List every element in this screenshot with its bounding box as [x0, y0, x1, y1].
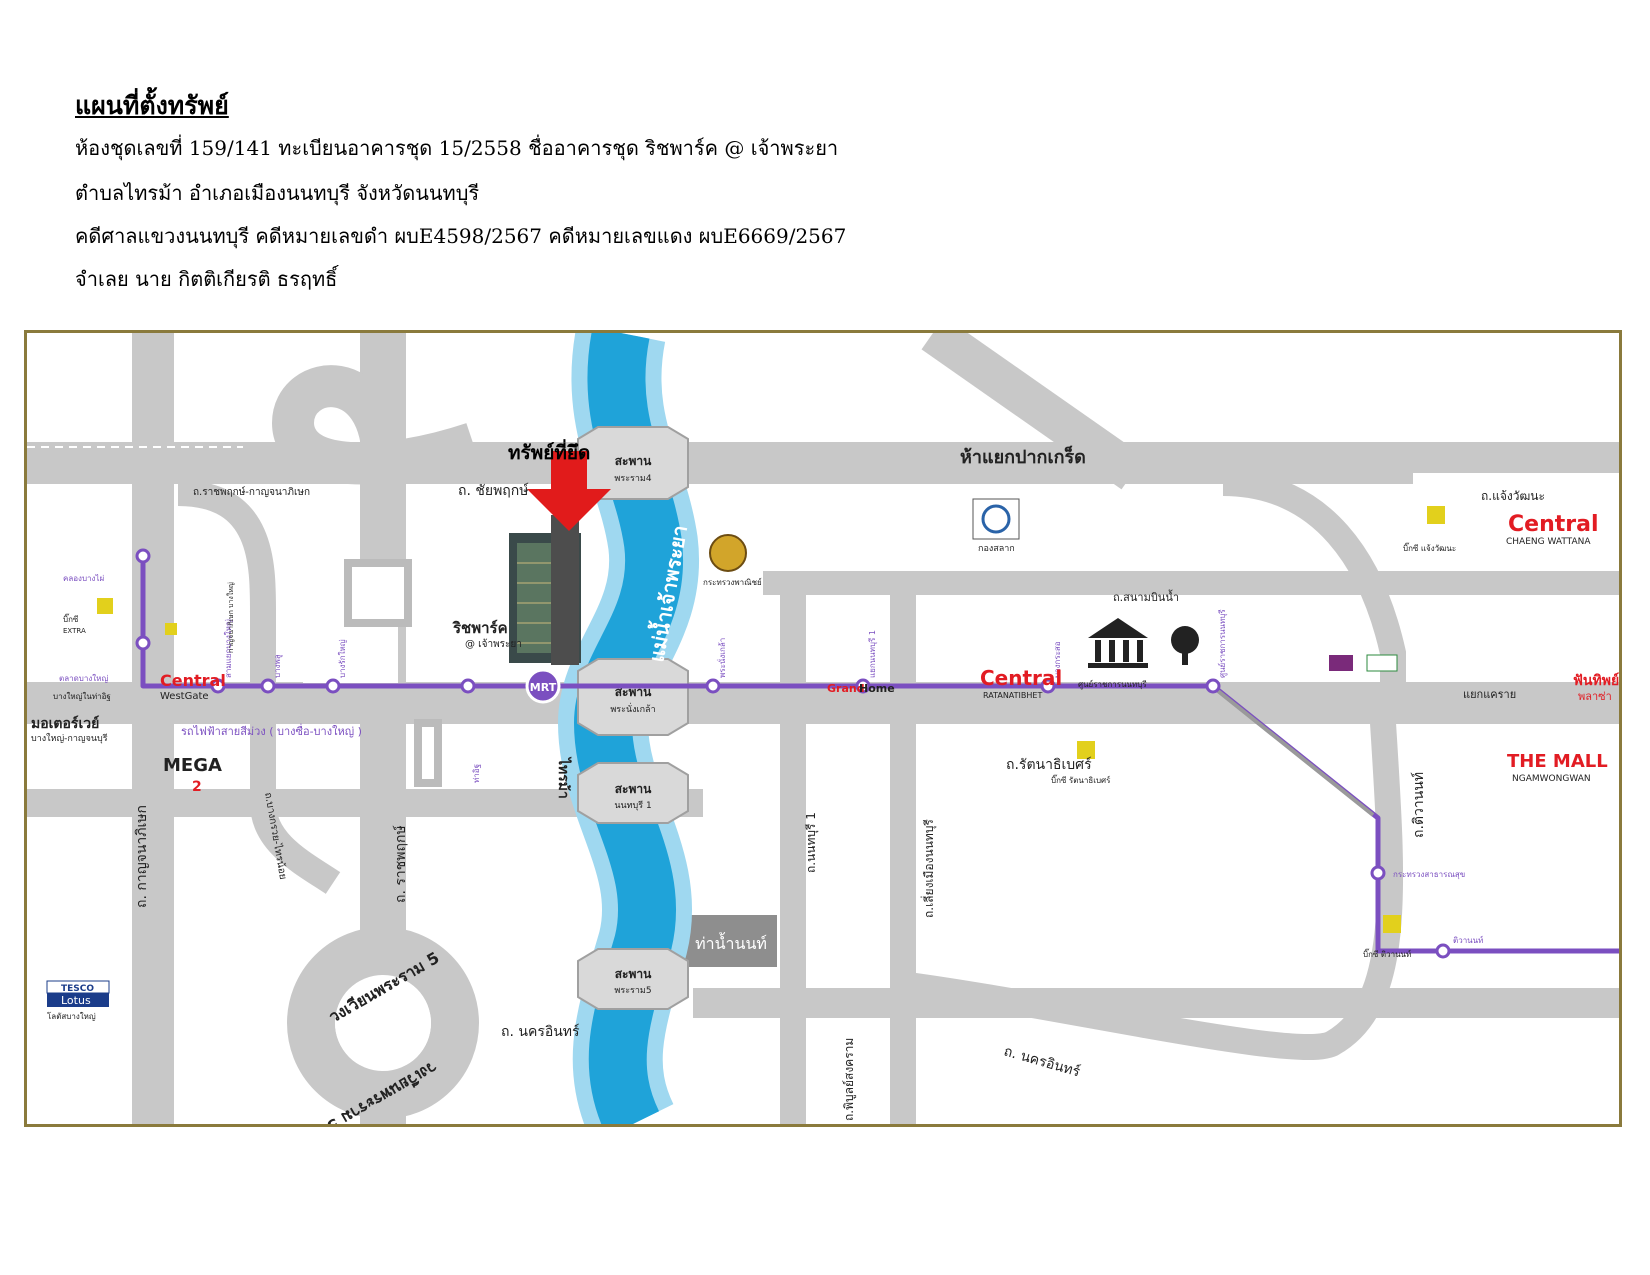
- bridge-nonthaburi1: [577, 762, 689, 824]
- road-label-kanchanaphisek: ถ. กาญจนาภิเษก: [134, 805, 150, 908]
- road-label-tiwanon: ถ.ติวานนท์: [1410, 772, 1427, 838]
- mrt-label: MRT: [530, 681, 557, 694]
- big-c-chaeng: บิ๊กซี แจ้งวัฒนะ: [1403, 542, 1456, 553]
- road-label-chaeng: ถ.แจ้งวัฒนะ: [1481, 489, 1545, 503]
- station-bang-krasor: บางกระสอ: [1053, 641, 1062, 678]
- tesco-label: TESCO: [61, 984, 94, 994]
- property-label: ทรัพย์ที่ยึด: [508, 439, 590, 464]
- central-chaeng: Central: [1508, 512, 1598, 537]
- big-c-extra: บิ๊กซี: [63, 613, 79, 624]
- map-canvas: MRT ทรัพย: [27, 333, 1619, 1124]
- central-rattanathibet-sub: RATANATIBHET: [983, 691, 1042, 700]
- pier-label: ท่าน้ำนนท์: [695, 932, 767, 953]
- commerce-ministry-logo: [709, 534, 747, 572]
- commerce-ministry: กระทรวงพาณิชย์: [703, 577, 762, 587]
- big-c-logos: [97, 506, 1445, 933]
- bridge-nb1-bottom: นนทบุรี 1: [614, 800, 651, 811]
- station-tha-it: ท่าอิฐ: [472, 764, 481, 783]
- condo-building: [509, 515, 581, 665]
- road-label-phibun: ถ.พิบูลย์สงคราม: [842, 1038, 857, 1121]
- road-label-nakhon-in-2: ถ. นครอินทร์: [1002, 1043, 1083, 1081]
- tesco-sub: โลตัสบางใหญ่: [47, 1011, 96, 1021]
- big-c-extra-sub: EXTRA: [63, 627, 86, 635]
- big-c-rattana: บิ๊กซี รัตนาธิเบศร์: [1051, 774, 1111, 785]
- bridge-pnk-bottom: พระนั่งเกล้า: [610, 702, 655, 715]
- station-sun-ratchakan: ศูนย์ราชการนนทบุรี: [1217, 609, 1228, 678]
- the-mall: THE MALL: [1507, 751, 1608, 772]
- kong-salak: กองสลาก: [978, 544, 1015, 554]
- yaek-khae-rai: แยกแคราย: [1463, 688, 1516, 701]
- station-bang-rak-yai: บางรักใหญ่: [338, 639, 347, 678]
- road-label-sanambinnam: ถ.สนามบินน้ำ: [1113, 589, 1179, 604]
- pier-block: [685, 915, 777, 967]
- motorway-label: มอเตอร์เวย์: [31, 715, 99, 732]
- kanchana-bang-yai: กาญจนาภิเษก บางใหญ่: [226, 582, 235, 653]
- road-label-nakhon-in-1: ถ. นครอินทร์: [501, 1023, 580, 1040]
- lotus-label: Lotus: [61, 994, 91, 1007]
- sun-ratchakan-place: ศูนย์ราชการนนทบุรี: [1078, 679, 1147, 690]
- mega-label: MEGA: [163, 755, 222, 776]
- road-label-chiang-mueang: ถ.เลี่ยงเมืองนนทบุรี: [920, 819, 937, 918]
- tesco-small-logo: [1366, 654, 1398, 672]
- sai-ma-label: ไทรม้า: [555, 756, 573, 799]
- location-map: MRT ทรัพย: [24, 330, 1622, 1127]
- the-mall-sub: NGAMWONGWAN: [1512, 774, 1591, 784]
- case-number-line: คดีศาลแขวงนนทบุรี คดีหมายเลขดำ ผบE4598/2…: [75, 224, 847, 248]
- bridge-phra-nang-klao: [577, 658, 689, 736]
- tesco-lotus-logo: [46, 980, 110, 1007]
- road-label-chaiyaphruek: ถ. ชัยพฤกษ์: [458, 482, 529, 499]
- condo-sub: @ เจ้าพระยา: [465, 638, 522, 650]
- central-westgate-sub: WestGate: [160, 691, 209, 702]
- central-rattanathibet: Central: [980, 666, 1062, 690]
- mega-num: 2: [192, 779, 202, 795]
- grandhome-1: Grand: [827, 682, 865, 695]
- purple-line: [140, 556, 1619, 954]
- big-c-tiwanon: บิ๊กซี ติวานนท์: [1363, 948, 1411, 959]
- fortune-label: ฟันทิพย์: [1573, 672, 1619, 689]
- bridge-rama4-bottom: พระราม4: [614, 474, 651, 484]
- fortune-sub: พลาซ่า: [1578, 690, 1612, 703]
- station-tiwanon: ติวานนท์: [1453, 935, 1483, 945]
- roundabout: [287, 927, 479, 1119]
- station-bang-phlu: บางพลู: [273, 654, 283, 678]
- page-title: แผนที่ตั้งทรัพย์: [75, 91, 229, 120]
- defendant-line: จำเลย นาย กิตติเกียรติ ธรฤทธิ์: [75, 267, 338, 291]
- central-chaeng-sub: CHAENG WATTANA: [1506, 537, 1591, 547]
- bridge-rama5-top: สะพาน: [615, 967, 652, 981]
- bridge-rama4-top: สะพาน: [615, 454, 652, 468]
- purple-line-label: รถไฟฟ้าสายสีม่วง ( บางซื่อ-บางใหญ่ ): [181, 723, 362, 738]
- bridge-rama5-bottom: พระราม5: [614, 986, 651, 996]
- station-bang-yai-label: บางใหญ่ในท่าอิฐ: [53, 692, 111, 701]
- station-phra-nang-klao: พระนั่งเกล้า: [716, 638, 727, 678]
- road-label-nonthaburi1: ถ.นนทบุรี 1: [804, 812, 819, 873]
- road-label-ratchaphruek: ถ. ราชพฤกษ์: [392, 825, 409, 903]
- station-khlong-bang-phai: คลองบางไผ่: [63, 574, 104, 583]
- motorway-sub: บางใหญ่-กาญจนบุรี: [31, 733, 108, 744]
- unit-info-line: ห้องชุดเลขที่ 159/141 ทะเบียนอาคารชุด 15…: [75, 136, 839, 160]
- station-krasuang-satharanasuk: กระทรวงสาธารณสุข: [1393, 870, 1465, 879]
- bridge-rama5: [577, 948, 689, 1010]
- pakkret-label: ห้าแยกปากเกร็ด: [960, 445, 1086, 468]
- station-dots: [135, 548, 1451, 959]
- station-talad-bang-yai: ตลาดบางใหญ่: [59, 674, 108, 683]
- shop-logo: [1329, 655, 1353, 671]
- tree-icon: [1171, 626, 1199, 665]
- bridge-nb1-top: สะพาน: [615, 782, 652, 796]
- station-yaek-nb1: แยกนนทบุรี 1: [868, 630, 877, 678]
- location-line: ตำบลไทรม้า อำเภอเมืองนนทบุรี จังหวัดนนทบ…: [75, 181, 480, 205]
- station-sam-yaek: สามแยกบางใหญ่: [224, 619, 233, 678]
- mrt-badge: [525, 668, 561, 704]
- sun-ratchakan-icon: [1088, 618, 1148, 668]
- condo-name: ริชพาร์ค: [452, 619, 508, 637]
- central-westgate: Central: [160, 671, 226, 690]
- property-marker: [527, 451, 611, 531]
- road-label-rattanathibet: ถ.รัตนาธิเบศร์: [1006, 756, 1092, 773]
- grandhome-2: Home: [859, 682, 895, 695]
- road-network: [27, 333, 1619, 1124]
- bridge-pnk-top: สะพาน: [615, 685, 652, 699]
- road-label-rk: ถ.ราชพฤกษ์-กาญจนาภิเษก: [193, 486, 310, 498]
